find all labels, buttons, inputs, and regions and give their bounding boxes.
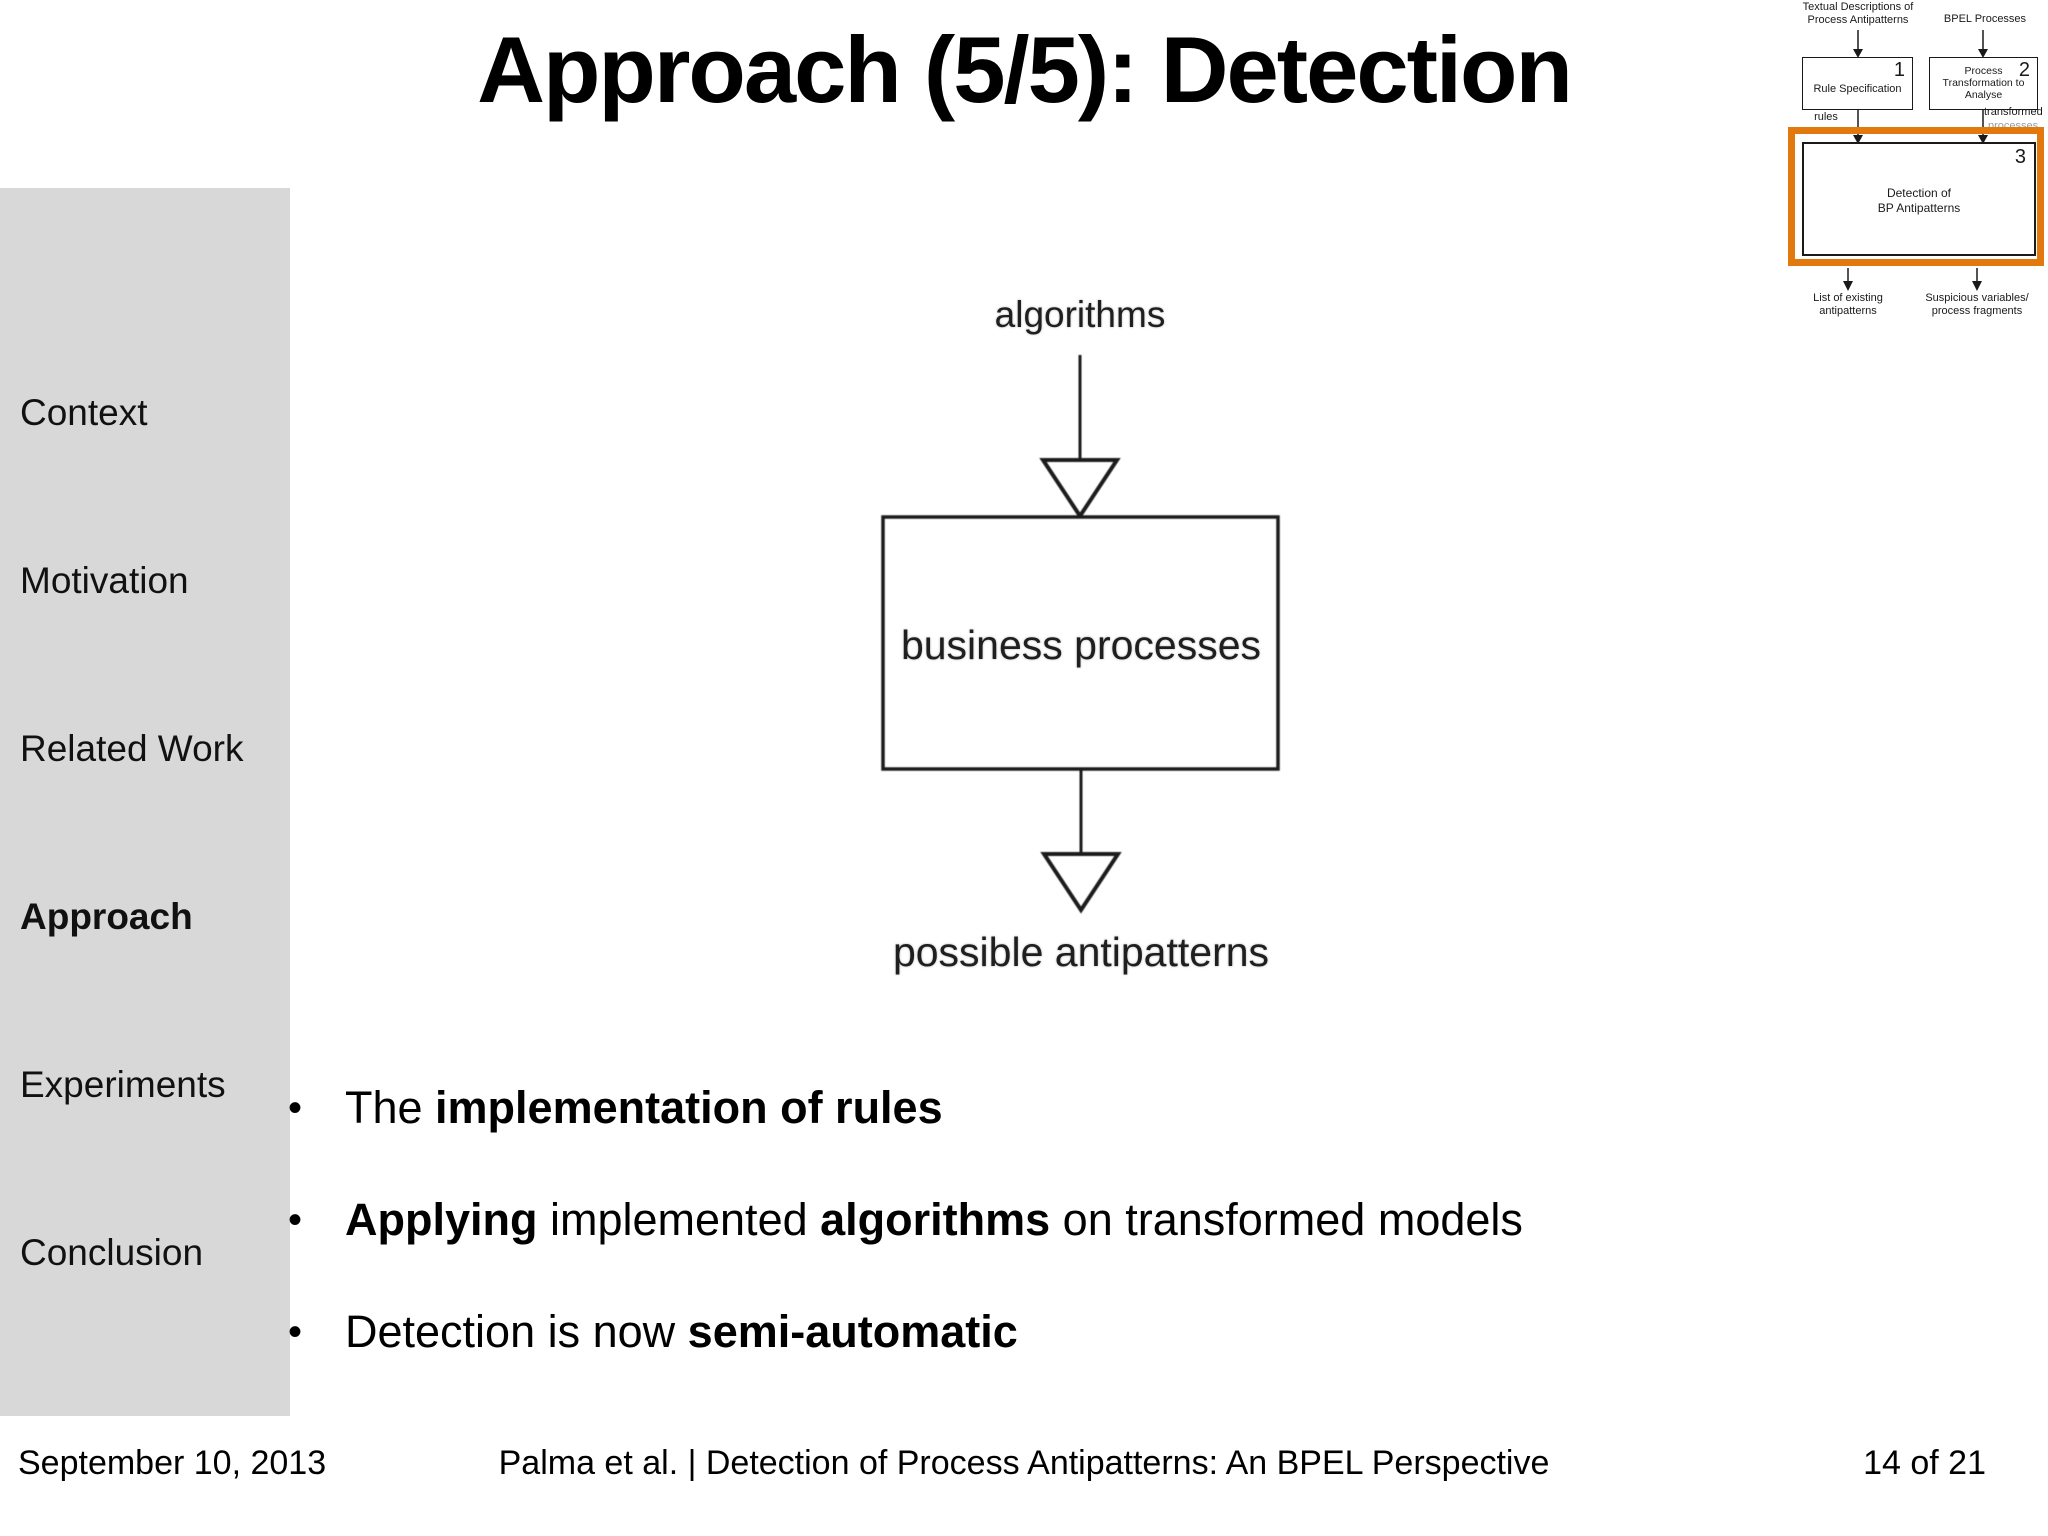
arrowhead: [1843, 281, 1853, 291]
arrowhead: [1853, 49, 1863, 58]
text-segment-bold: Applying: [345, 1194, 538, 1245]
step2-label: Process Transformation to Analyse: [1942, 65, 2025, 101]
page-title: Approach (5/5): Detection: [477, 17, 1573, 122]
text-segment: implemented: [537, 1194, 821, 1245]
overview-output-label-suspicious: Suspicious variables/ process fragments: [1925, 292, 2029, 317]
step1-label: Rule Specification: [1813, 83, 1902, 95]
overview-diagram: Textual Descriptions of Process Antipatt…: [1760, 0, 2048, 340]
bullet-item-1: • The implementation of rules: [288, 1080, 1848, 1136]
text-segment: on transformed models: [1050, 1194, 1523, 1245]
bullet-marker: •: [288, 1198, 303, 1242]
step3-label: Detection of BP Antipatterns: [1877, 186, 1961, 215]
arrowhead: [1978, 49, 1988, 58]
text-segment-bold: implementation of rules: [435, 1082, 943, 1133]
main-diagram-input-label: algorithms: [994, 294, 1166, 335]
footer-reference: Palma et al. | Detection of Process Anti…: [498, 1444, 1550, 1482]
footer-date: September 10, 2013: [18, 1444, 327, 1482]
arrowhead: [1972, 281, 1982, 291]
bullet-marker: •: [288, 1310, 303, 1354]
text-segment: Detection is now: [345, 1306, 688, 1357]
bullet-item-3: • Detection is now semi-automatic: [288, 1304, 1848, 1360]
step-number: 2: [2018, 59, 2030, 81]
sidebar-item-experiments[interactable]: Experiments: [20, 1064, 226, 1105]
overview-step2-box: 2 Process Transformation to Analyse: [1929, 57, 2038, 110]
sidebar-item-motivation[interactable]: Motivation: [20, 560, 189, 601]
overview-step3-box: 3 Detection of BP Antipatterns: [1802, 142, 2036, 256]
main-diagram-output-label: possible antipatterns: [892, 929, 1270, 975]
overview-input-label-bpel: BPEL Processes: [1943, 13, 2027, 25]
sidebar-item-approach[interactable]: Approach: [20, 896, 193, 937]
bullet-list: • The implementation of rules • Applying i…: [288, 1080, 1848, 1416]
footer-page-number: 14 of 21: [1863, 1444, 1986, 1482]
edge-label-transformed: transformed: [1984, 106, 2043, 118]
edge-label-rules: rules: [1814, 111, 1838, 123]
arrowhead: [1978, 135, 1988, 144]
sidebar-item-conclusion[interactable]: Conclusion: [20, 1232, 204, 1273]
text-segment-bold: semi-automatic: [687, 1306, 1018, 1357]
sidebar-item-related-work[interactable]: Related Work: [20, 728, 244, 769]
overview-step1-box: 1 Rule Specification: [1802, 57, 1913, 110]
main-flow-diagram-svg: [881, 355, 1280, 914]
step-number: 1: [1893, 59, 1905, 81]
bullet-item-2: • Applying implemented algorithms on tran…: [288, 1192, 1848, 1248]
sidebar: [0, 188, 290, 1416]
text-segment-bold: algorithms: [820, 1194, 1051, 1245]
highlight-frame: [1788, 127, 2044, 266]
overview-input-label-textual: Textual Descriptions of Process Antipatt…: [1802, 1, 1914, 26]
sidebar-item-context[interactable]: Context: [20, 392, 148, 433]
text-segment: The: [345, 1082, 436, 1133]
open-arrowhead-top: [1039, 458, 1121, 520]
step-number: 3: [2014, 146, 2026, 168]
main-diagram-box-label: business processes: [900, 622, 1262, 668]
open-arrowhead-bottom: [1040, 852, 1122, 914]
arrowhead: [1853, 135, 1863, 144]
overview-output-label-antipatterns: List of existing antipatterns: [1813, 292, 1883, 317]
bullet-marker: •: [288, 1086, 303, 1130]
